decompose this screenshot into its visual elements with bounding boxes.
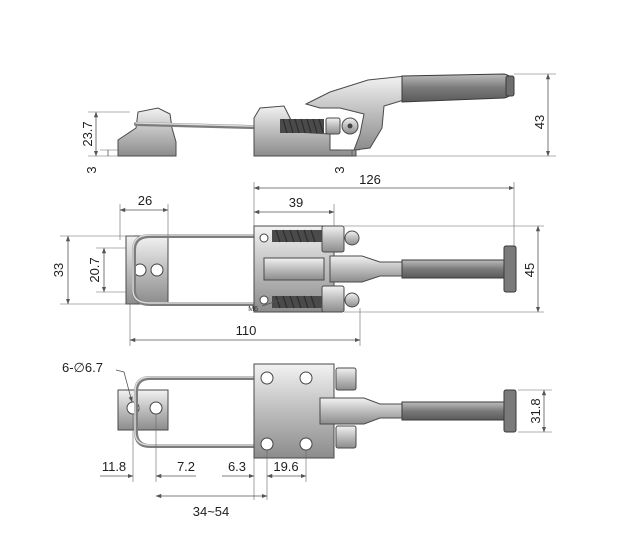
top-lever (329, 255, 405, 283)
bottom-nut-upper (335, 367, 357, 391)
top-center-link (263, 257, 325, 281)
side-hook-plate (117, 107, 177, 157)
hole-callout: 6-∅6.7 (62, 360, 103, 375)
bottom-nut-lower (335, 425, 357, 449)
dim-side-height: 23.7 (80, 121, 95, 146)
side-view (117, 73, 515, 157)
dim-hook-outer-width: 33 (51, 263, 66, 277)
bottom-view (117, 363, 517, 459)
side-lever-arm (304, 75, 407, 151)
top-nut-upper (321, 225, 345, 253)
dim-hole-offset: 6.3 (228, 459, 246, 474)
dim-side-total-height: 43 (532, 115, 547, 129)
side-thread (280, 118, 324, 134)
bottom-lever (319, 397, 405, 425)
dim-hook-end: 11.8 (102, 459, 126, 474)
dim-hole-pitch-b: 19.6 (273, 459, 298, 474)
side-handle-grip (401, 73, 515, 103)
top-threads (272, 229, 322, 309)
dim-body-width: 45 (522, 263, 537, 277)
dim-handle-width: 31.8 (528, 398, 543, 423)
dim-side-base-right: 3 (332, 166, 347, 173)
dim-hole-pitch-a: 7.2 (177, 459, 195, 474)
dim-adjust-range: 34~54 (193, 504, 230, 519)
top-nut-lower (321, 285, 345, 313)
top-u-rod (132, 234, 292, 306)
dimension-lines (60, 73, 556, 500)
dimension-labels: 23.7 3 3 43 126 26 39 33 20.7 45 M6 110 … (51, 115, 547, 519)
dim-side-base-left: 3 (84, 166, 99, 173)
dim-hook-inner-width: 20.7 (87, 257, 102, 282)
top-view (125, 225, 517, 313)
top-handle-grip (401, 259, 507, 279)
side-nut (325, 117, 341, 135)
bottom-u-rod (134, 376, 292, 448)
dim-closed-length: 110 (236, 323, 257, 338)
thread-size-label: M6 (248, 306, 258, 313)
dim-overall-length: 126 (359, 172, 381, 187)
dim-hook-width: 26 (138, 193, 152, 208)
dim-base-length: 39 (289, 195, 303, 210)
bottom-handle-grip (401, 401, 507, 421)
